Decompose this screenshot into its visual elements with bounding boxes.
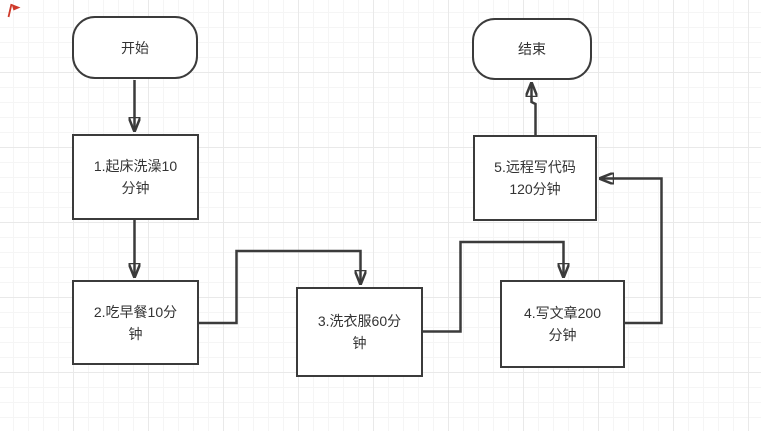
red-flag-icon [7, 3, 21, 18]
node-step-1-label: 1.起床洗澡10 分钟 [93, 158, 178, 196]
node-start[interactable]: 开始 [72, 16, 198, 79]
node-step-2[interactable]: 2.吃早餐10分 钟 [72, 280, 199, 365]
node-step-1[interactable]: 1.起床洗澡10 分钟 [72, 134, 199, 220]
node-step-3-label: 3.洗衣服60分 钟 [317, 313, 402, 351]
node-start-label: 开始 [121, 39, 149, 56]
node-step-3[interactable]: 3.洗衣服60分 钟 [296, 287, 423, 377]
connector-step3-to-step4[interactable] [423, 240, 564, 333]
connector-step4-to-step5[interactable] [600, 179, 663, 325]
node-step-4[interactable]: 4.写文章200 分钟 [500, 280, 625, 368]
node-end-label: 结束 [518, 41, 546, 57]
node-step-5-label: 5.远程写代码 120分钟 [494, 159, 576, 197]
node-end[interactable]: 结束 [472, 18, 592, 80]
connector-step2-to-step3[interactable] [199, 249, 361, 325]
connector-step5-to-end[interactable] [532, 83, 536, 135]
node-step-4-label: 4.写文章200 分钟 [523, 305, 602, 343]
node-step-5[interactable]: 5.远程写代码 120分钟 [473, 135, 597, 221]
node-step-2-label: 2.吃早餐10分 钟 [93, 303, 178, 342]
